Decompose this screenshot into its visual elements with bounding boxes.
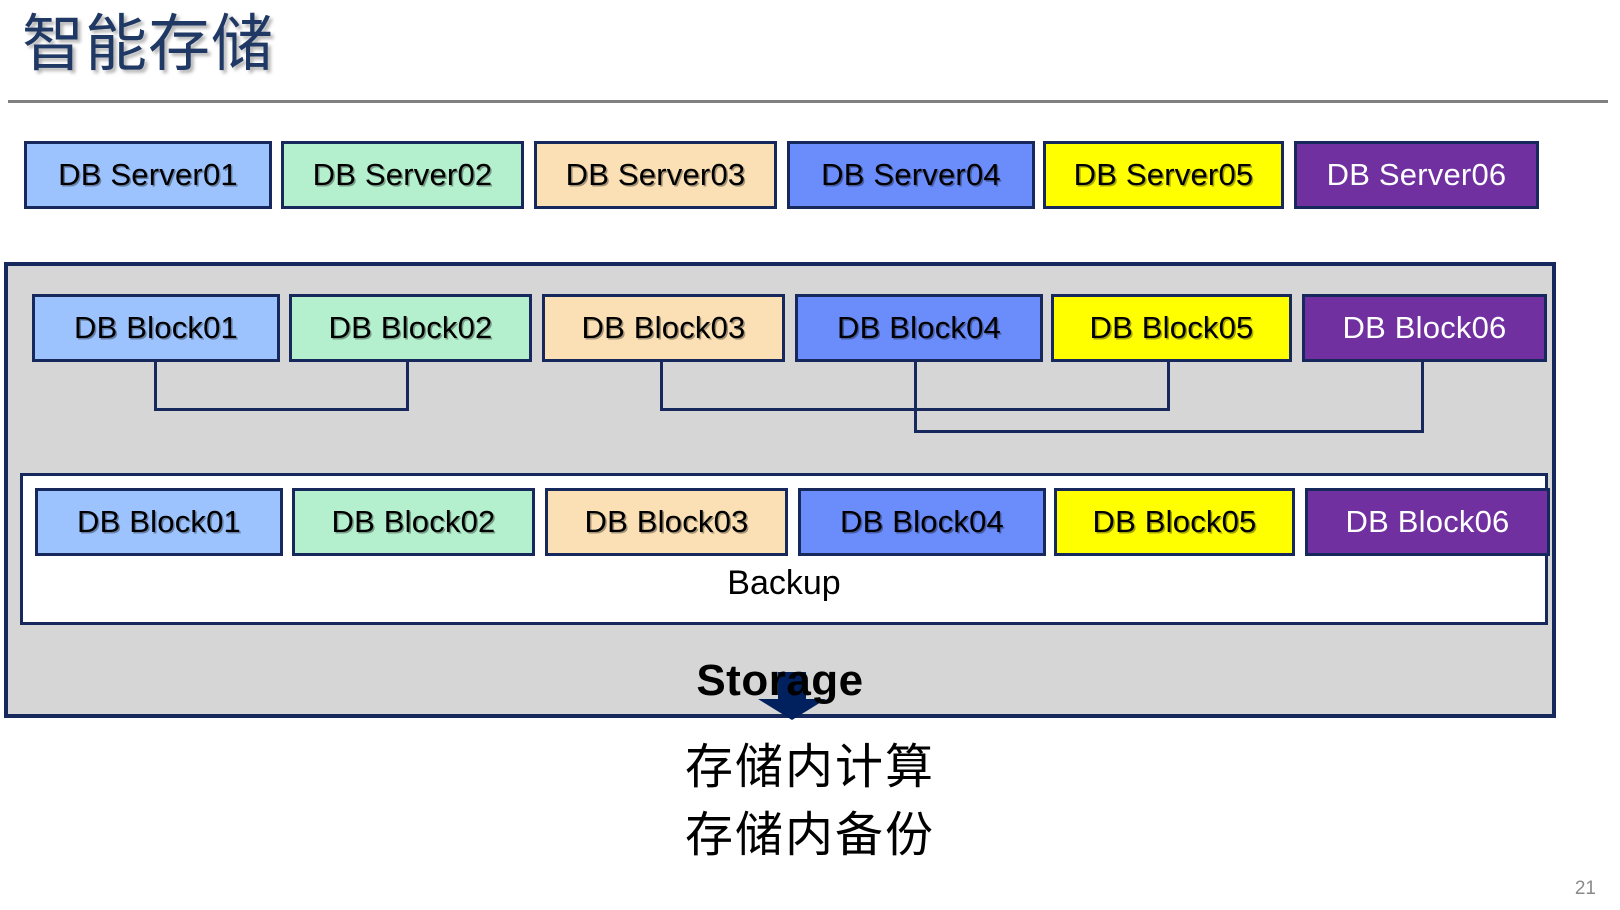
db-block-box-1[interactable]: DB Block01 bbox=[32, 294, 280, 362]
db-backup-block-box-6[interactable]: DB Block06 bbox=[1305, 488, 1550, 556]
title-divider bbox=[8, 100, 1608, 103]
page-title: 智能存储 bbox=[22, 10, 275, 79]
db-block-box-2[interactable]: DB Block02 bbox=[289, 294, 532, 362]
storage-label: Storage bbox=[696, 656, 864, 705]
page-number: 21 bbox=[1574, 878, 1596, 899]
db-backup-block-box-4[interactable]: DB Block04 bbox=[798, 488, 1046, 556]
link-block01-block02-cross bbox=[154, 408, 409, 411]
link-block03-block05-left-stem bbox=[660, 362, 663, 408]
link-block04-block06-cross bbox=[914, 430, 1424, 433]
db-backup-block-box-1[interactable]: DB Block01 bbox=[35, 488, 283, 556]
link-block04-block06-left-stem bbox=[914, 362, 917, 430]
link-block01-block02-left-stem bbox=[154, 362, 157, 408]
slide-caption: 存储内计算 存储内备份 bbox=[0, 734, 1620, 870]
db-backup-block-box-5[interactable]: DB Block05 bbox=[1054, 488, 1295, 556]
link-block04-block06-right-stem bbox=[1421, 362, 1424, 430]
link-block01-block02-right-stem bbox=[406, 362, 409, 408]
db-server-box-5[interactable]: DB Server05 bbox=[1043, 141, 1284, 209]
db-block-box-5[interactable]: DB Block05 bbox=[1051, 294, 1292, 362]
link-block03-block05-right-stem bbox=[1167, 362, 1170, 408]
db-backup-block-box-3[interactable]: DB Block03 bbox=[545, 488, 788, 556]
db-backup-block-box-2[interactable]: DB Block02 bbox=[292, 488, 535, 556]
flow-down-arrow bbox=[758, 672, 826, 720]
db-block-box-3[interactable]: DB Block03 bbox=[542, 294, 785, 362]
caption-line-1: 存储内计算 bbox=[684, 741, 935, 794]
db-server-box-1[interactable]: DB Server01 bbox=[24, 141, 272, 209]
db-server-box-2[interactable]: DB Server02 bbox=[281, 141, 524, 209]
backup-label: Backup bbox=[727, 564, 841, 602]
caption-line-2: 存储内备份 bbox=[684, 809, 935, 862]
db-block-box-4[interactable]: DB Block04 bbox=[795, 294, 1043, 362]
db-server-box-4[interactable]: DB Server04 bbox=[787, 141, 1035, 209]
db-block-box-6[interactable]: DB Block06 bbox=[1302, 294, 1547, 362]
db-server-box-6[interactable]: DB Server06 bbox=[1294, 141, 1539, 209]
db-server-box-3[interactable]: DB Server03 bbox=[534, 141, 777, 209]
